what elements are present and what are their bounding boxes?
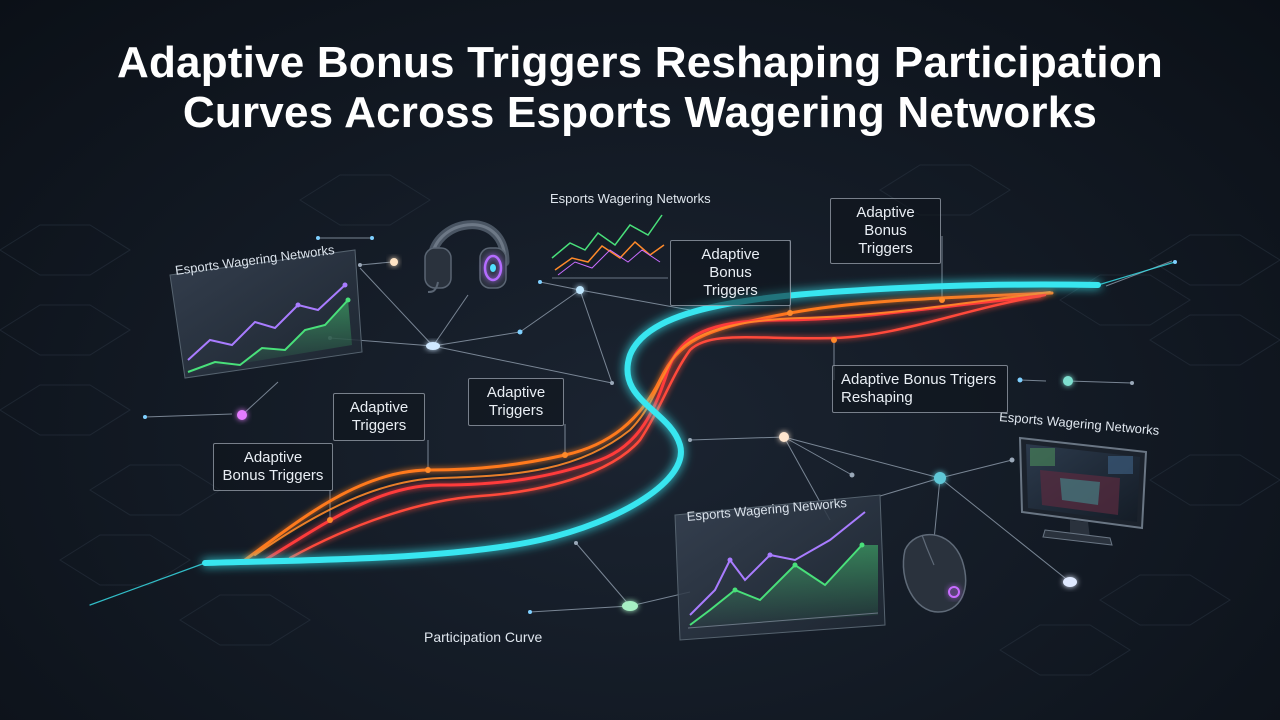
curve-nodes	[327, 297, 945, 523]
cyan-participation-curve	[202, 281, 1101, 566]
cyan-tail-right	[1097, 261, 1176, 286]
box-adaptive-bonus-trigers-reshaping: Adaptive Bonus Trigers Reshaping	[832, 365, 1008, 413]
red-curve-2	[288, 293, 1047, 560]
title-line-1: Adaptive Bonus Triggers Reshaping Partic…	[116, 38, 1164, 87]
box-adaptive-triggers-center: Adaptive Triggers	[468, 378, 564, 426]
cyan-tail-left	[89, 562, 206, 606]
page-title: Adaptive Bonus Triggers Reshaping Partic…	[0, 38, 1280, 138]
box-adaptive-bonus-triggers-bottom-left: Adaptive Bonus Triggers	[213, 443, 333, 491]
network-nodes	[143, 236, 1177, 614]
participation-curve-label: Participation Curve	[424, 629, 543, 645]
box-adaptive-bonus-triggers-top-right: Adaptive Bonus Triggers	[830, 198, 941, 264]
top-center-chart	[551, 214, 668, 279]
box-adaptive-triggers-left: Adaptive Triggers	[333, 393, 425, 441]
orange-curve-2	[254, 291, 1051, 556]
top-center-panel-title: Esports Wagering Networks	[550, 191, 711, 206]
monitor-icon	[1018, 436, 1148, 546]
orange-curve	[243, 291, 1054, 562]
box-adaptive-bonus-triggers-top-center: Adaptive Bonus Triggers	[670, 240, 791, 306]
bottom-chart-panel	[674, 494, 886, 641]
red-curve-1	[263, 294, 1042, 562]
left-chart-panel	[169, 249, 363, 379]
mouse-icon	[902, 534, 967, 613]
headset-icon	[424, 220, 510, 293]
title-line-2: Curves Across Esports Wagering Networks	[182, 88, 1098, 137]
participation-curves	[89, 261, 1176, 606]
